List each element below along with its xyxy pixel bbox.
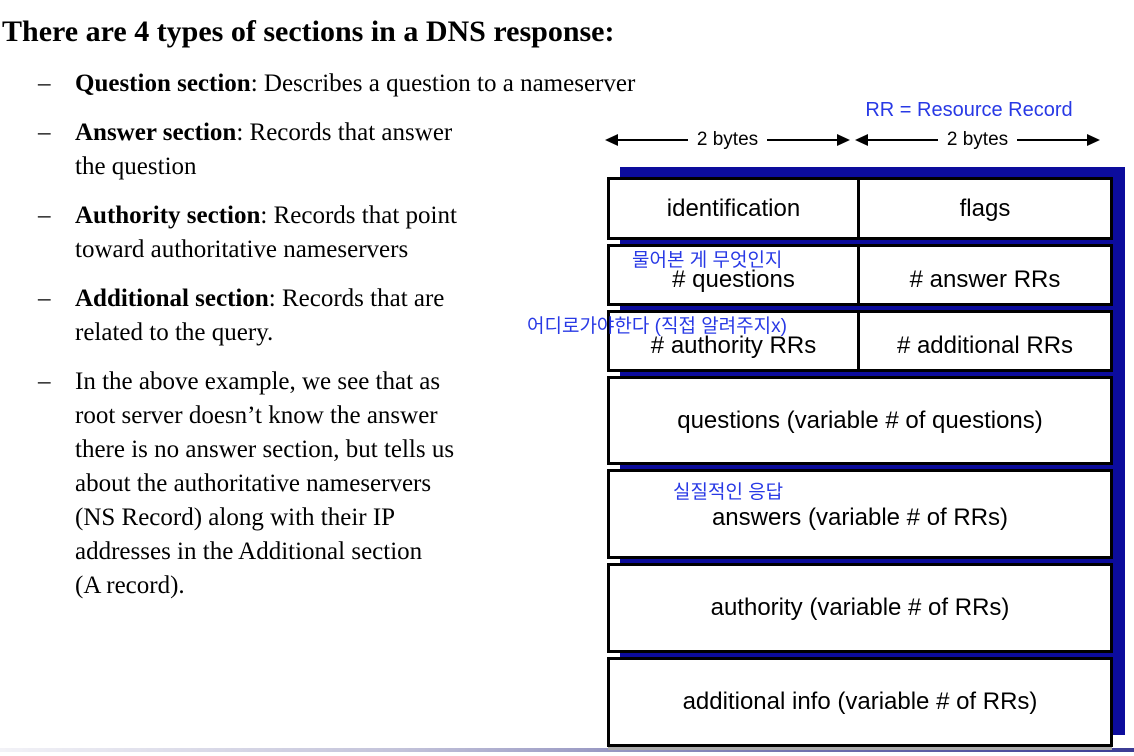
bullet-line: the question [75, 153, 197, 180]
cell-num-questions: # questions [610, 247, 860, 303]
bullet-dash: – [38, 202, 51, 229]
bullet-answer-section: – Answer section: Records that answer th… [0, 116, 605, 184]
arrowhead-right-icon [837, 134, 851, 146]
bullet-line: (NS Record) along with their IP [75, 504, 396, 531]
cell-num-additional-rrs: # additional RRs [896, 331, 1074, 359]
bullet-dash: – [38, 285, 51, 312]
bullet-additional-section: – Additional section: Records that are r… [0, 282, 605, 350]
bullet-dash: – [38, 119, 51, 146]
bullet-line: root server doesn’t know the answer [75, 402, 438, 429]
bullet-example-note: – In the above example, we see that as r… [0, 365, 605, 603]
bullet-question-section: – Question section: Describes a question… [0, 67, 635, 101]
arrowhead-left-icon [855, 134, 868, 146]
annotation-answers-korean: 실질적인 응답 [673, 482, 784, 503]
bullet-line: Authority section: Records that point [75, 199, 595, 233]
bullet-lead: Authority section [75, 202, 261, 229]
arrowhead-left-icon [605, 134, 618, 146]
cell-additional-info: additional info (variable # of RRs) [682, 688, 1038, 715]
rr-definition-note: RR = Resource Record [865, 99, 1073, 121]
bullet-dash: – [38, 70, 51, 97]
bullet-line: toward authoritative nameservers [75, 236, 409, 263]
table-row-question-counts: # questions # answer RRs [607, 244, 1113, 306]
table-row-answers: answers (variable # of RRs) [607, 469, 1113, 559]
bullet-line: related to the query. [75, 319, 274, 346]
arrow-label: 2 bytes [946, 129, 1009, 150]
bullet-line: In the above example, we see that as [75, 368, 441, 395]
arrowhead-right-icon [1087, 134, 1101, 146]
bullet-lead: Question section [75, 70, 251, 97]
cell-identification: identification [610, 180, 860, 237]
bullet-dash: – [38, 368, 51, 395]
bullet-line: (A record). [75, 572, 185, 599]
bullet-lead: Additional section [75, 285, 269, 312]
annotation-questions-korean: 물어본 게 무엇인지 [632, 250, 783, 271]
cell-answers: answers (variable # of RRs) [711, 504, 1009, 531]
table-row-questions: questions (variable # of questions) [607, 376, 1113, 465]
cell-flags: flags [959, 194, 1011, 222]
table-row-authority: authority (variable # of RRs) [607, 563, 1113, 653]
text-column: There are 4 types of sections in a DNS r… [0, 14, 635, 618]
table-row-authority-counts: # authority RRs # additional RRs [607, 310, 1113, 372]
annotation-authority-korean: 어디로가야한다 (직접 알려주지x) [527, 316, 787, 337]
bullet-rest: : Records that point [260, 202, 457, 229]
cell-authority: authority (variable # of RRs) [710, 594, 1010, 621]
table-row-additional-info: additional info (variable # of RRs) [607, 657, 1113, 747]
bullet-line: addresses in the Additional section [75, 538, 423, 565]
page-title: There are 4 types of sections in a DNS r… [2, 15, 615, 48]
two-bytes-arrow-right: 2 bytes [855, 129, 1101, 150]
bullet-lead: Answer section [75, 119, 237, 146]
bullet-authority-section: – Authority section: Records that point … [0, 199, 605, 267]
arrow-label: 2 bytes [696, 129, 759, 150]
two-bytes-arrow-left: 2 bytes [605, 129, 851, 150]
cell-num-authority-rrs: # authority RRs [610, 313, 860, 369]
bullet-rest: : Records that answer [236, 119, 453, 146]
bullet-line: Additional section: Records that are [75, 282, 595, 316]
bullet-line: about the authoritative nameservers [75, 470, 432, 497]
bullet-rest: : Describes a question to a nameserver [250, 70, 636, 97]
slide-bottom-rule [0, 748, 1134, 752]
bullet-line: Answer section: Records that answer [75, 116, 595, 150]
bullet-line: Question section: Describes a question t… [75, 67, 635, 101]
table-row-identification-flags: identification flags [607, 177, 1113, 240]
cell-num-answer-rrs: # answer RRs [909, 265, 1061, 293]
bullet-line: there is no answer section, but tells us [75, 436, 455, 463]
cell-questions: questions (variable # of questions) [677, 406, 1043, 434]
bullet-rest: : Records that are [268, 285, 445, 312]
